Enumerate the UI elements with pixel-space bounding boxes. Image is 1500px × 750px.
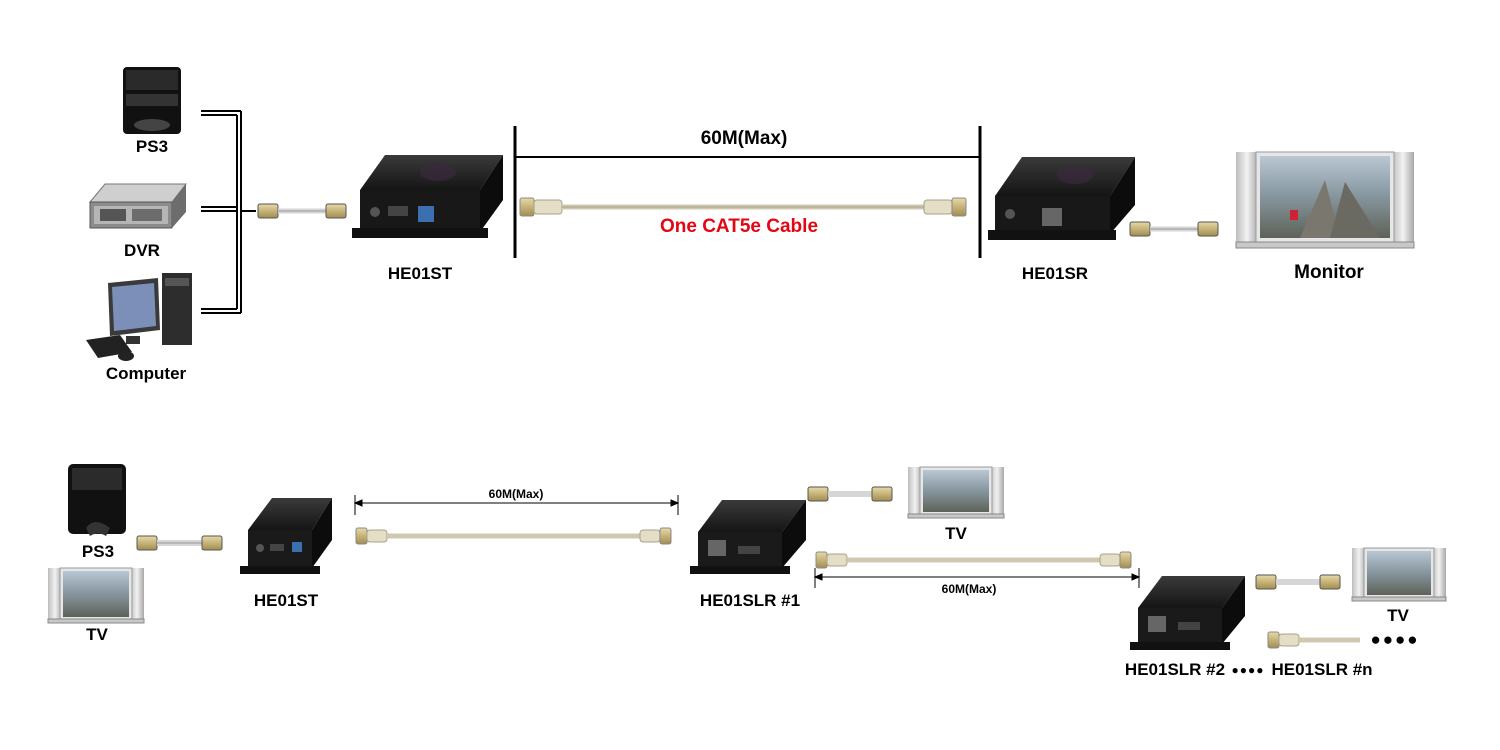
source-label-ps3: PS3 — [81, 542, 115, 561]
cat5e-cable-icon — [519, 197, 967, 217]
tv-icon — [907, 466, 1005, 519]
cat5e-cable-icon — [1267, 631, 1360, 649]
tv-label: TV — [1387, 606, 1409, 625]
tv-label: TV — [86, 625, 108, 644]
continuation-dots: ●●●● — [1370, 630, 1420, 649]
transmitter-device-icon — [352, 155, 503, 238]
distance-label: 60M(Max) — [488, 487, 544, 501]
hdmi-cable-icon — [1255, 574, 1341, 590]
display-label: Monitor — [1294, 262, 1364, 283]
receiver-device-icon — [988, 157, 1135, 240]
monitor-icon — [1235, 151, 1415, 249]
receiver-label: HE01SLR #2 — [1124, 660, 1226, 679]
receiver-label: HE01SLR #1 — [699, 591, 801, 610]
receiver-device-icon — [690, 500, 806, 574]
dvr-unit-icon — [88, 183, 188, 229]
tv-icon — [47, 567, 145, 624]
hdmi-cable-icon — [257, 203, 347, 219]
receiver-label: HE01SR — [1021, 264, 1089, 283]
ps3-console-icon — [123, 67, 181, 134]
source-bracket — [201, 110, 256, 314]
cable-caption: One CAT5e Cable — [659, 216, 819, 237]
ps3-console-icon — [68, 464, 126, 536]
transmitter-label: HE01ST — [253, 591, 319, 610]
tv-label: TV — [945, 524, 967, 543]
receiver-label: HE01SLR #n — [1271, 660, 1373, 679]
source-label-computer: Computer — [105, 364, 187, 383]
continuation-dots: ●●●● — [1231, 663, 1265, 677]
distance-label: 60M(Max) — [700, 128, 788, 149]
distance-marker — [513, 126, 982, 258]
distance-marker — [813, 568, 1141, 588]
tv-icon — [1351, 547, 1447, 602]
cat5e-cable-icon — [355, 527, 672, 545]
distance-marker — [353, 495, 680, 515]
cat5e-cable-icon — [815, 551, 1132, 569]
source-label-ps3: PS3 — [135, 137, 169, 156]
hdmi-cable-icon — [1129, 221, 1219, 237]
computer-icon — [86, 273, 192, 361]
distance-label: 60M(Max) — [941, 582, 997, 596]
source-label-dvr: DVR — [124, 241, 160, 260]
hdmi-cable-icon — [807, 486, 893, 502]
transmitter-device-icon — [240, 498, 332, 574]
hdmi-cable-icon — [136, 535, 223, 551]
receiver-device-icon — [1130, 576, 1245, 650]
transmitter-label: HE01ST — [387, 264, 453, 283]
